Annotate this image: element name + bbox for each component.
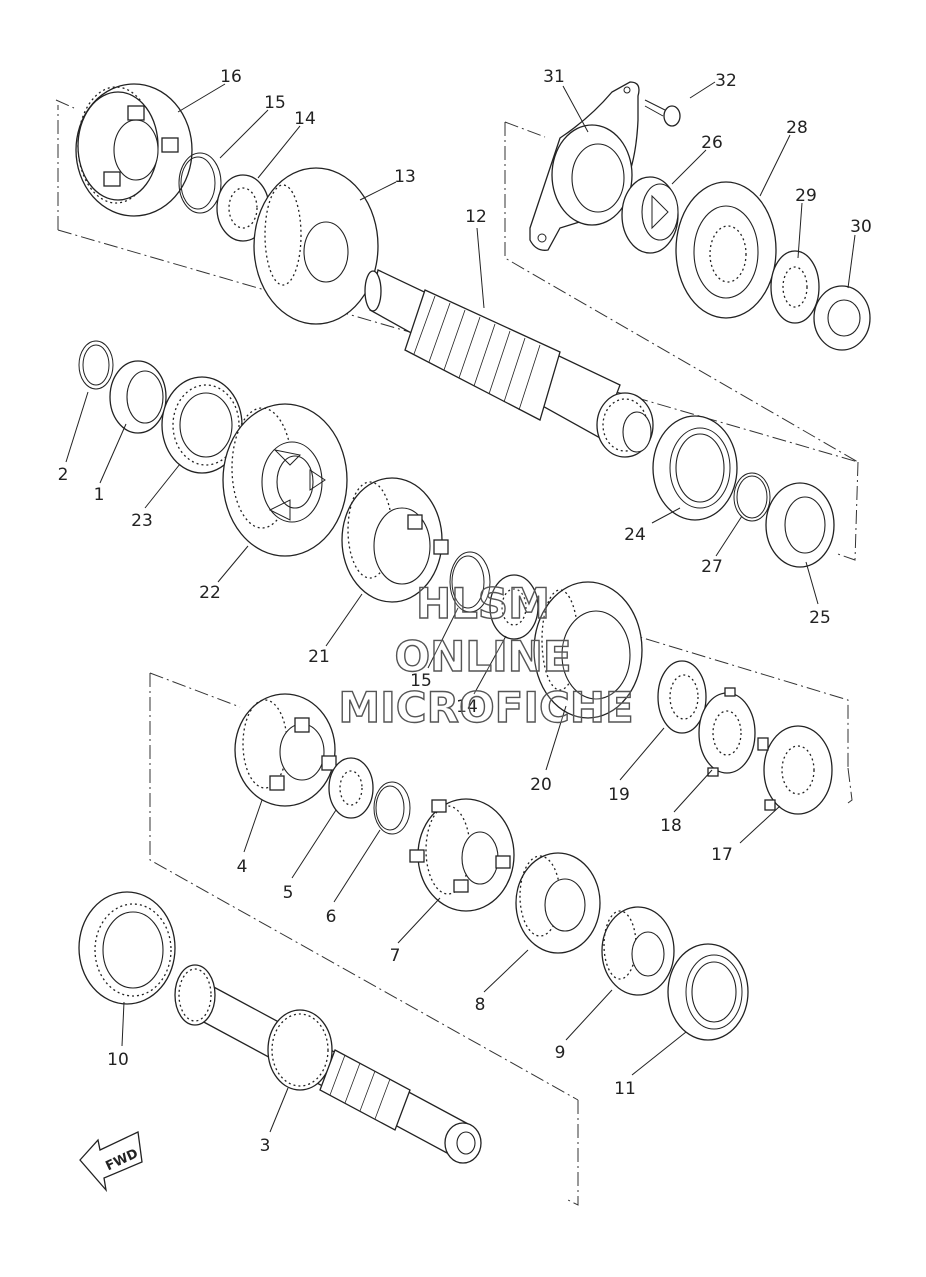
part-28-lock-plate xyxy=(675,181,777,319)
callout-24: 24 xyxy=(624,525,646,545)
part-6-circlip xyxy=(373,781,411,835)
watermark-line-3: MICROFICHE xyxy=(338,683,633,732)
part-15-circlip-lower xyxy=(449,551,491,613)
part-18-lock-washer xyxy=(698,687,756,777)
part-10-bearing xyxy=(78,891,176,1005)
callout-21: 21 xyxy=(308,647,330,667)
callout-4: 4 xyxy=(237,857,248,877)
part-16-gear xyxy=(75,83,193,217)
part-7-gear xyxy=(409,798,515,912)
callout-1: 1 xyxy=(94,485,105,505)
part-30-nut xyxy=(813,285,871,351)
part-2-circlip xyxy=(78,340,114,390)
fwd-arrow-icon: FWD xyxy=(79,1131,143,1193)
part-1-collar xyxy=(109,360,167,434)
callout-26: 26 xyxy=(701,133,723,153)
callout-19: 19 xyxy=(608,785,630,805)
callout-11: 11 xyxy=(614,1079,636,1099)
leader-lines xyxy=(65,81,856,1133)
part-5-washer xyxy=(328,757,374,819)
part-29-washer xyxy=(770,250,820,324)
callout-7: 7 xyxy=(390,946,401,966)
part-8-gear xyxy=(515,852,601,954)
part-23-bearing xyxy=(161,376,243,474)
callout-13: 13 xyxy=(394,167,416,187)
part-12-shaft xyxy=(364,269,654,458)
callout-14: 14 xyxy=(294,109,316,129)
callout-28: 28 xyxy=(786,118,808,138)
part-21-gear xyxy=(341,477,449,603)
part-15-circlip xyxy=(178,152,222,214)
callout-labels: 16 15 14 13 12 31 32 26 28 29 30 2 1 23 … xyxy=(58,67,872,1156)
callout-20: 20 xyxy=(530,775,552,795)
callout-25: 25 xyxy=(809,608,831,628)
watermark: HLSM ONLINE MICROFICHE xyxy=(338,578,635,732)
callout-10: 10 xyxy=(107,1050,129,1070)
callout-16: 16 xyxy=(220,67,242,87)
part-9-gear xyxy=(601,906,675,996)
part-17-washer xyxy=(757,725,833,815)
callout-12: 12 xyxy=(465,207,487,227)
callout-15: 15 xyxy=(264,93,286,113)
part-24-bearing xyxy=(652,415,738,521)
callout-22: 22 xyxy=(199,583,221,603)
callout-5: 5 xyxy=(283,883,294,903)
part-26-collar xyxy=(621,176,679,254)
part-4-gear xyxy=(234,693,337,807)
part-32-screw xyxy=(644,99,681,127)
watermark-line-2: ONLINE xyxy=(394,632,571,681)
callout-27: 27 xyxy=(701,557,723,577)
callout-31: 31 xyxy=(543,67,565,87)
callout-30: 30 xyxy=(850,217,872,237)
part-19-bushing xyxy=(657,660,707,734)
part-22-gear xyxy=(222,403,348,557)
callout-6: 6 xyxy=(326,907,337,927)
watermark-line-1: HLSM xyxy=(416,579,550,628)
callout-8: 8 xyxy=(475,995,486,1015)
callout-29: 29 xyxy=(795,186,817,206)
part-13-gear xyxy=(253,167,379,325)
callout-23: 23 xyxy=(131,511,153,531)
part-11-bearing xyxy=(667,943,749,1041)
part-31-bearing-plate xyxy=(529,81,640,251)
callout-18: 18 xyxy=(660,816,682,836)
callout-9: 9 xyxy=(555,1043,566,1063)
callout-2: 2 xyxy=(58,465,69,485)
callout-14-lower: 14 xyxy=(456,697,478,717)
part-3-shaft xyxy=(174,964,482,1164)
part-14-washer-lower xyxy=(489,574,539,640)
part-25-oil-seal xyxy=(765,482,835,568)
part-20-gear xyxy=(533,581,643,719)
callout-3: 3 xyxy=(260,1136,271,1156)
callout-17: 17 xyxy=(711,845,733,865)
callout-32: 32 xyxy=(715,71,737,91)
part-27-o-ring xyxy=(733,472,771,522)
callout-15-lower: 15 xyxy=(410,671,432,691)
